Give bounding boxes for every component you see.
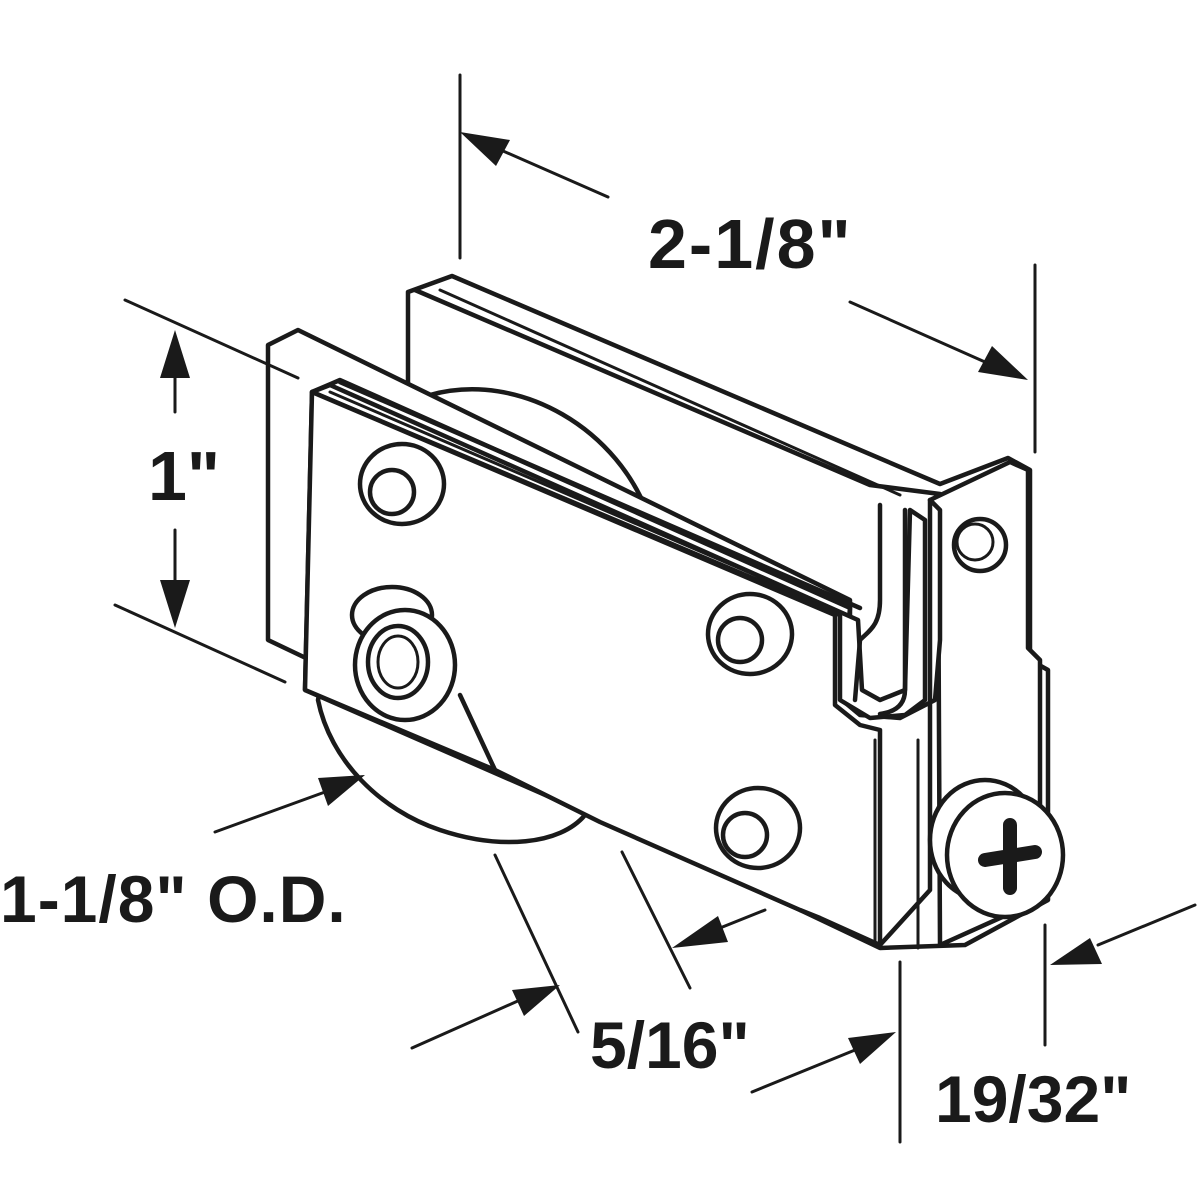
axle-slot xyxy=(457,692,498,773)
front-plate-upper-edge-2 xyxy=(328,390,850,617)
axle-bushing xyxy=(349,584,458,723)
mounting-hole-top-left xyxy=(357,441,447,527)
front-plate-upper-edge-1 xyxy=(337,379,863,611)
phillips-cross-icon xyxy=(978,818,1042,895)
mounting-hole-bottom-right xyxy=(713,785,803,871)
back-plate-inner-edge xyxy=(438,288,902,497)
roller-assembly xyxy=(265,273,1066,951)
adjustment-screw xyxy=(927,777,1066,920)
wheel-width-label: 5/16" xyxy=(590,1008,750,1082)
bracket-hole-inner xyxy=(955,522,995,562)
depth-label: 19/32" xyxy=(935,1062,1131,1136)
length-label: 2-1/8" xyxy=(648,205,853,283)
back-plate-top-edge xyxy=(412,287,943,497)
mounting-hole-middle-right xyxy=(705,591,795,677)
channel-edge-left xyxy=(852,502,883,703)
wheel-width-dimension xyxy=(410,850,767,1050)
length-dimension xyxy=(458,73,1037,454)
channel-edge-right xyxy=(877,507,908,717)
wheel-diameter-dimension xyxy=(213,775,365,834)
wheel-diameter-label: 1-1/8" O.D. xyxy=(0,862,347,936)
front-plate-face xyxy=(309,382,928,721)
height-dimension xyxy=(113,298,300,684)
dimension-lines xyxy=(113,73,1197,1144)
height-label: 1" xyxy=(148,437,220,515)
depth-dimension xyxy=(750,903,1197,1144)
bracket-hole xyxy=(951,516,1009,574)
